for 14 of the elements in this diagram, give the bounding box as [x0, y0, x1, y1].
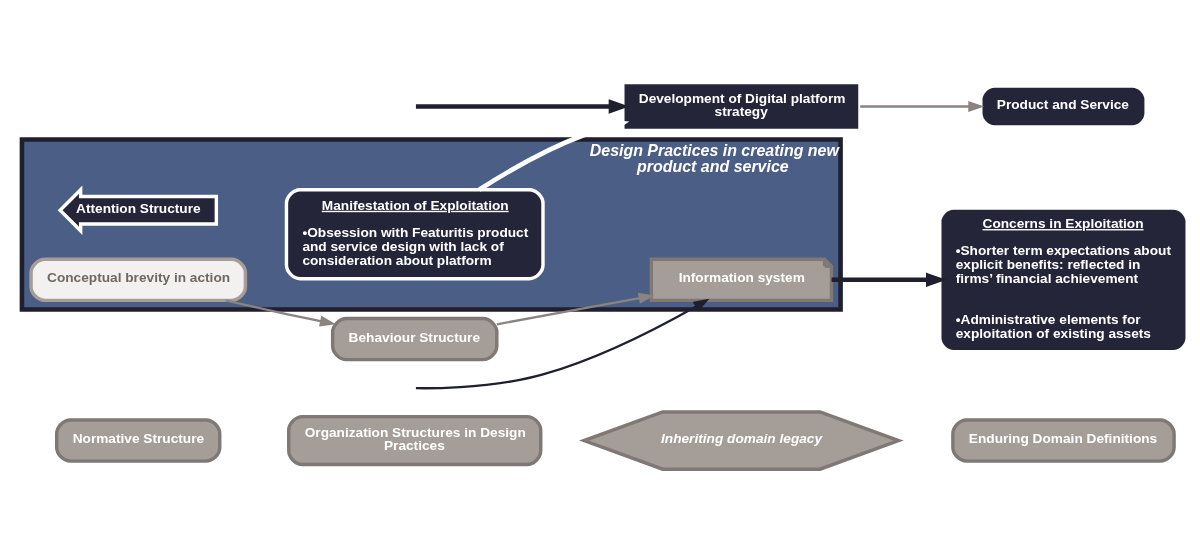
- node-box: Normative Structure: [55, 418, 222, 463]
- node-box: Behaviour Structure: [330, 316, 499, 362]
- arrow: [225, 299, 336, 327]
- arrow: [496, 292, 655, 326]
- node-box: Product and Service: [979, 84, 1148, 129]
- node-box: Organization Structures in Design Practices: [287, 414, 543, 467]
- node-box: Manifestation of Exploitation •Obsession with Featuritis product and service design with lack of consideration about platform: [284, 188, 545, 281]
- node-box: Enduring Domain Definitions: [951, 418, 1176, 463]
- arrow: [415, 99, 630, 114]
- node-box: Conceptual brevity in action: [29, 257, 248, 303]
- arrow: [860, 100, 985, 113]
- arrow: [831, 272, 947, 287]
- arrow: [477, 119, 630, 192]
- arrow: [415, 298, 710, 390]
